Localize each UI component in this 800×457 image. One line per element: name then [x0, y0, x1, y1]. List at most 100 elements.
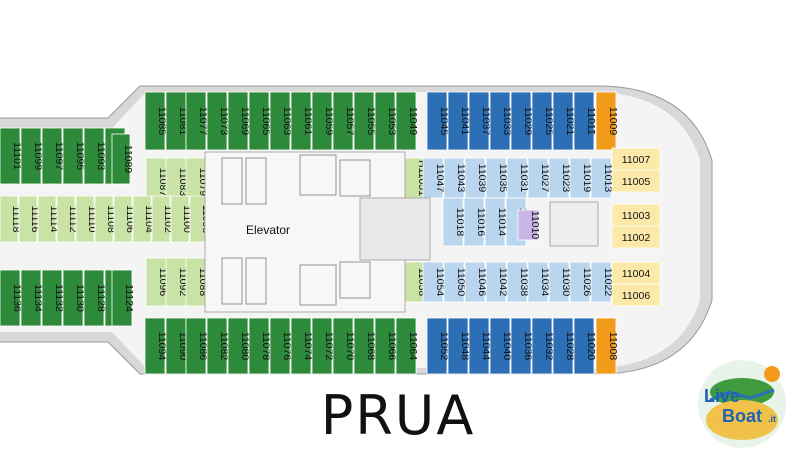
cabin-11064: 11064 — [407, 332, 419, 361]
cabin-11053-cell — [374, 91, 396, 151]
cabin-11032: 11032 — [543, 332, 555, 361]
cabin-11128-cell — [83, 269, 105, 327]
cabin-11118-cell — [0, 195, 19, 243]
cabin-11124: 11124 — [123, 284, 135, 312]
cabin-11136: 11136 — [11, 284, 23, 312]
cabin-11089-cell — [111, 133, 131, 185]
cabin-11069-cell — [227, 91, 249, 151]
cabin-11019-cell — [569, 157, 591, 199]
cabin-11057-cell — [332, 91, 354, 151]
cabin-11070-cell — [332, 317, 354, 375]
svg-text:Boat: Boat — [722, 406, 762, 426]
cabin-11077-cell — [185, 91, 207, 151]
cabin-11002-cell — [611, 225, 661, 249]
cabin-11041-cell — [447, 91, 469, 151]
cabin-11099-cell — [20, 127, 42, 185]
cabin-11016: 11016 — [475, 208, 487, 237]
cabin-11100-cell — [170, 195, 190, 243]
cabin-11076-cell — [269, 317, 291, 375]
cabin-11033: 11033 — [501, 107, 513, 136]
cabin-11066-cell — [374, 317, 396, 375]
cabin-11038: 11038 — [518, 268, 530, 297]
cabin-11068-cell — [353, 317, 375, 375]
cabin-11064-cell — [395, 317, 417, 375]
cabin-11086: 11086 — [197, 332, 209, 361]
cabin-11072: 11072 — [323, 332, 335, 361]
cabin-11114-cell — [37, 195, 57, 243]
cabin-11063-cell — [269, 91, 291, 151]
cabin-11034: 11034 — [539, 268, 551, 297]
cabin-11047: 11047 — [434, 164, 446, 193]
cabin-11019: 11019 — [581, 164, 593, 193]
cabin-11073-cell — [206, 91, 228, 151]
cabin-11085: 11085 — [156, 107, 168, 136]
cabin-11034-cell — [527, 261, 549, 303]
cabin-11108-cell — [94, 195, 114, 243]
cabin-11047-cell — [422, 157, 444, 199]
cabin-11055-cell — [353, 91, 375, 151]
cabin-11031: 11031 — [518, 164, 530, 193]
cabin-11052: 11052 — [438, 332, 450, 361]
cabin-11082-cell — [206, 317, 228, 375]
cabin-11011: 11011 — [585, 107, 597, 135]
svg-text:.it: .it — [768, 414, 776, 424]
cabin-11011-cell — [573, 91, 595, 151]
cabin-11006: 11006 — [622, 290, 651, 302]
cabin-11037: 11037 — [480, 107, 492, 136]
cabin-11049-cell — [395, 91, 417, 151]
cabin-11099: 11099 — [32, 142, 44, 171]
cabin-11124-cell — [111, 269, 133, 327]
cabin-11038-cell — [506, 261, 528, 303]
cabin-11132: 11132 — [53, 284, 65, 312]
cabin-11050-cell — [443, 261, 465, 303]
cabin-11130-cell — [62, 269, 84, 327]
cabin-11112-cell — [56, 195, 76, 243]
cabin-11027: 11027 — [539, 164, 551, 193]
cabin-11097-cell — [41, 127, 63, 185]
cabin-11066: 11066 — [386, 332, 398, 361]
cabin-11022-cell — [590, 261, 612, 303]
cabin-11069: 11069 — [239, 107, 251, 136]
cabin-11059-cell — [311, 91, 333, 151]
cabin-11078: 11078 — [260, 332, 272, 361]
cabin-11101-cell — [0, 127, 21, 185]
cabin-11041: 11041 — [459, 107, 471, 136]
cabin-11008-cell — [595, 317, 617, 375]
cabin-11054-cell — [422, 261, 444, 303]
cabin-11016-cell — [463, 197, 485, 247]
cabin-11037-cell — [468, 91, 490, 151]
cabin-11018: 11018 — [454, 208, 466, 237]
cabin-11061: 11061 — [302, 107, 314, 136]
cabin-11059: 11059 — [323, 107, 335, 136]
elevator-block: Elevator — [204, 151, 599, 313]
cabin-11065: 11065 — [260, 107, 272, 136]
cabin-11063: 11063 — [281, 107, 293, 136]
cabin-11002: 11002 — [622, 232, 651, 244]
cabin-11009: 11009 — [607, 107, 619, 136]
cabin-11036: 11036 — [522, 332, 534, 361]
cabin-11013: 11013 — [602, 164, 614, 193]
cabin-11128: 11128 — [95, 284, 107, 312]
cabin-11014: 11014 — [496, 208, 508, 237]
cabin-11035: 11035 — [497, 164, 509, 193]
cabin-11018-cell — [442, 197, 464, 247]
cabin-11053: 11053 — [386, 107, 398, 136]
cabin-11036-cell — [510, 317, 532, 375]
cabin-11029-cell — [510, 91, 532, 151]
cabin-11074: 11074 — [302, 332, 314, 361]
cabin-11040: 11040 — [501, 332, 513, 361]
cabin-11057: 11057 — [344, 107, 356, 136]
cabin-11082: 11082 — [218, 332, 230, 361]
cabin-11104-cell — [132, 195, 152, 243]
cabin-11095: 11095 — [74, 142, 86, 171]
cabin-11014-cell — [484, 197, 506, 247]
cabin-11068: 11068 — [365, 332, 377, 361]
cabin-11054: 11054 — [434, 268, 446, 297]
cabin-11028-cell — [552, 317, 574, 375]
cabin-11076: 11076 — [281, 332, 293, 361]
cabin-11093-cell — [83, 127, 105, 185]
cabin-11042: 11042 — [497, 268, 509, 297]
cabin-11027-cell — [527, 157, 549, 199]
cabin-11007: 11007 — [622, 154, 651, 166]
cabin-11093: 11093 — [95, 142, 107, 171]
